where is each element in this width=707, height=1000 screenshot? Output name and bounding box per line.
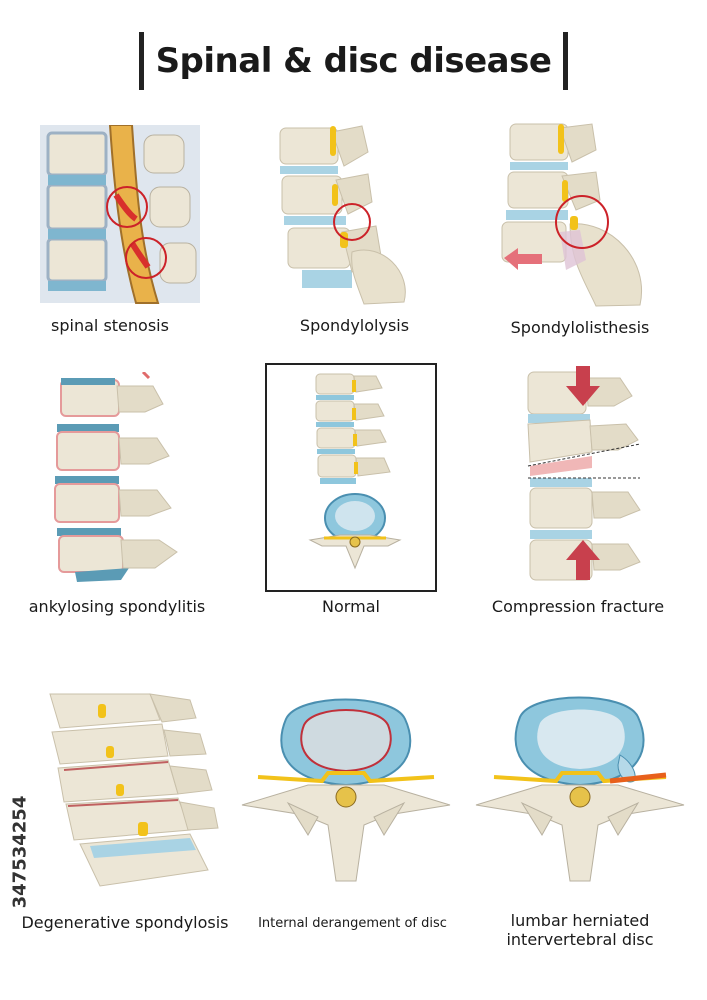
compression-fracture-illustration <box>527 366 641 581</box>
panel-lumbar-herniated <box>470 685 690 900</box>
spinal-stenosis-illustration <box>40 125 200 304</box>
lumbar-herniated-illustration <box>475 696 685 882</box>
panel-compression-fracture <box>520 364 665 584</box>
title-left-bar <box>138 32 144 90</box>
degenerative-spondylosis-illustration <box>49 693 219 887</box>
page-title: Spinal & disc disease <box>155 41 552 81</box>
stock-id-watermark: 347534254 <box>8 762 32 942</box>
stock-id-text: 347534254 <box>9 795 31 909</box>
panel-degenerative-spondylosis <box>40 690 220 905</box>
label-spondylolisthesis: Spondylolisthesis <box>510 318 650 337</box>
spondylolysis-illustration <box>279 125 406 305</box>
label-degenerative-spondylosis: Degenerative spondylosis <box>21 913 229 932</box>
normal-frame <box>265 363 437 592</box>
panel-spondylolysis <box>272 122 422 307</box>
label-spondylolysis: Spondylolysis <box>299 316 410 335</box>
title-right-bar <box>563 32 569 90</box>
label-internal-derangement: Internal derangement of disc <box>258 916 447 931</box>
title-block: Spinal & disc disease <box>0 30 707 92</box>
label-lumbar-herniated: lumbar herniated intervertebral disc <box>490 911 670 949</box>
spondylolisthesis-illustration <box>501 123 642 307</box>
label-normal: Normal <box>322 597 380 616</box>
label-lumbar-herniated-line2: intervertebral disc <box>506 930 654 949</box>
normal-spine-illustration <box>308 373 402 570</box>
label-spinal-stenosis: spinal stenosis <box>51 316 169 335</box>
internal-derangement-illustration <box>241 698 451 882</box>
panel-spondylolisthesis <box>500 120 660 310</box>
label-compression-fracture: Compression fracture <box>491 597 665 616</box>
panel-spinal-stenosis <box>40 125 200 305</box>
panel-normal <box>300 370 410 570</box>
label-lumbar-herniated-line1: lumbar herniated <box>510 911 650 930</box>
ankylosing-spondylitis-illustration <box>54 372 178 582</box>
label-ankylosing-spondylitis: ankylosing spondylitis <box>28 597 206 616</box>
panel-ankylosing-spondylitis <box>45 372 190 584</box>
panel-internal-derangement <box>238 685 453 900</box>
